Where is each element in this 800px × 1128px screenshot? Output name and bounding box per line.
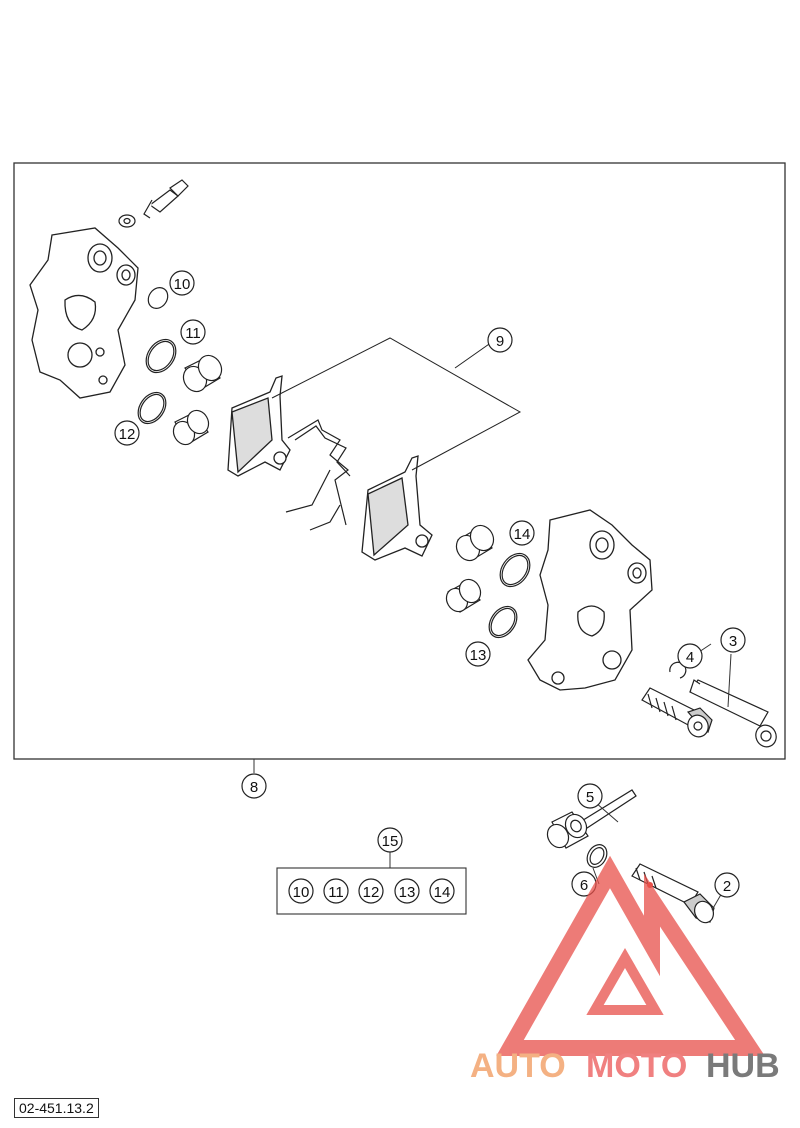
- brake-pad-right: [361, 455, 433, 561]
- o-ring-13: [488, 605, 518, 639]
- kit-item-14: 14: [429, 878, 455, 904]
- svg-text:9: 9: [496, 333, 504, 350]
- svg-text:15: 15: [382, 833, 399, 850]
- watermark-logo-icon: [496, 855, 765, 1056]
- callout-6: 6: [571, 871, 597, 897]
- svg-text:8: 8: [250, 779, 258, 796]
- caliper-half-left: [29, 227, 139, 399]
- svg-text:4: 4: [686, 649, 694, 666]
- callout-8: 8: [241, 773, 267, 799]
- callout-5: 5: [577, 783, 603, 809]
- kit-item-11: 11: [323, 878, 349, 904]
- kit-item-10: 10: [288, 878, 314, 904]
- callout-13: 13: [465, 641, 491, 667]
- o-ring-10: [147, 287, 169, 309]
- svg-text:13: 13: [470, 647, 487, 664]
- svg-text:10: 10: [174, 276, 191, 293]
- kit-item-12: 12: [358, 878, 384, 904]
- o-ring-11: [145, 338, 177, 374]
- washer-6: [586, 844, 608, 868]
- watermark-wordmark: AUTO MOTO HUB: [470, 1047, 780, 1085]
- svg-text:14: 14: [434, 884, 451, 901]
- callout-4: 4: [677, 643, 703, 669]
- callout-11: 11: [180, 319, 206, 345]
- svg-text:AUTO: AUTO: [470, 1047, 566, 1085]
- callout-14: 14: [509, 520, 535, 546]
- pad-spring: [285, 419, 351, 531]
- brake-line-fitting: [546, 789, 637, 849]
- svg-text:2: 2: [723, 878, 731, 895]
- piston-small: [172, 409, 210, 446]
- svg-text:12: 12: [119, 426, 136, 443]
- callout-3: 3: [720, 627, 746, 653]
- callout-9: 9: [487, 327, 513, 353]
- svg-text:6: 6: [580, 877, 588, 894]
- svg-text:5: 5: [586, 789, 594, 806]
- banjo-bolt: [631, 863, 715, 924]
- assembly-frame: [13, 162, 786, 760]
- kit-item-13: 13: [394, 878, 420, 904]
- brake-pad-left: [227, 375, 291, 477]
- o-ring-12: [137, 391, 167, 425]
- svg-text:13: 13: [399, 884, 416, 901]
- svg-text:11: 11: [185, 325, 201, 342]
- svg-text:11: 11: [328, 884, 344, 901]
- callout-2: 2: [714, 872, 740, 898]
- svg-text:10: 10: [293, 884, 310, 901]
- piston-right-lower: [445, 578, 482, 613]
- callout-12: 12: [114, 420, 140, 446]
- svg-text:3: 3: [729, 633, 737, 650]
- caliper-bolt-upper: [689, 679, 777, 748]
- piston-right-upper: [455, 524, 495, 562]
- caliper-half-right: [527, 509, 653, 691]
- callout-15: 15: [377, 827, 403, 853]
- svg-text:MOTO: MOTO: [586, 1047, 687, 1085]
- caliper-bolt-lower: [641, 687, 713, 738]
- svg-text:12: 12: [363, 884, 380, 901]
- callout-10: 10: [169, 270, 195, 296]
- pad-kit-bracket: [271, 337, 522, 471]
- bleed-screw: [118, 179, 189, 228]
- piston-large: [182, 354, 223, 393]
- svg-text:HUB: HUB: [706, 1047, 780, 1085]
- drawing-reference-code: 02-451.13.2: [14, 1098, 99, 1118]
- svg-text:14: 14: [514, 526, 531, 543]
- o-ring-14: [499, 552, 531, 588]
